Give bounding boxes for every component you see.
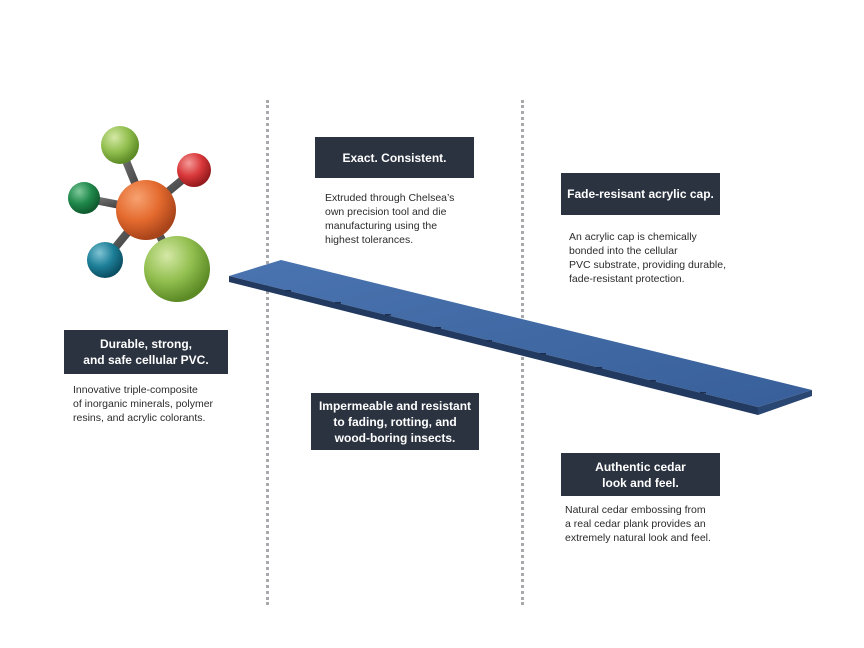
divider-left — [266, 100, 269, 605]
label-acrylic-line1: Fade-resisant acrylic cap. — [567, 187, 714, 201]
plank-image — [229, 260, 812, 415]
desc-pvc-line2: of inorganic minerals, polymer — [73, 398, 214, 410]
desc-acrylic-line1: An acrylic cap is chemically — [569, 231, 697, 243]
desc-cedar-line1: Natural cedar embossing from — [565, 504, 706, 516]
label-cedar: Authentic cedar look and feel. — [561, 453, 720, 496]
desc-exact-line1: Extruded through Chelsea’s — [325, 192, 455, 204]
desc-exact-line2: own precision tool and die — [325, 206, 447, 218]
label-exact: Exact. Consistent. — [315, 137, 474, 178]
desc-cedar-line2: a real cedar plank provides an — [565, 518, 706, 530]
label-impermeable-line3: wood-boring insects. — [334, 430, 456, 445]
desc-pvc: Innovative triple-composite of inorganic… — [73, 383, 213, 425]
label-cedar-line2: look and feel. — [602, 475, 679, 490]
label-exact-line1: Exact. Consistent. — [342, 150, 447, 165]
label-impermeable: Impermeable and resistant to fading, rot… — [311, 393, 479, 450]
desc-acrylic-line3: PVC substrate, providing durable, — [569, 259, 727, 271]
label-acrylic: Fade-resisant acrylic cap. — [561, 173, 720, 215]
desc-exact: Extruded through Chelsea’s own precision… — [325, 191, 454, 247]
desc-exact-line4: highest tolerances. — [325, 234, 414, 246]
label-impermeable-line2: to fading, rotting, and — [333, 414, 457, 429]
desc-acrylic-line4: fade-resistant protection. — [569, 273, 685, 285]
label-impermeable-line1: Impermeable and resistant — [318, 398, 472, 413]
label-pvc: Durable, strong, and safe cellular PVC. — [64, 330, 228, 374]
label-cedar-line1: Authentic cedar — [595, 459, 686, 474]
desc-acrylic-line2: bonded into the cellular — [569, 245, 678, 257]
desc-cedar-line3: extremely natural look and feel. — [565, 532, 711, 544]
desc-cedar: Natural cedar embossing from a real ceda… — [565, 503, 711, 545]
desc-pvc-line3: resins, and acrylic colorants. — [73, 412, 206, 424]
molecule-icon — [68, 126, 211, 302]
desc-exact-line3: manufacturing using the — [325, 220, 438, 232]
label-pvc-line1: Durable, strong, — [99, 337, 192, 351]
label-pvc-line2: and safe cellular PVC. — [83, 353, 209, 367]
desc-acrylic: An acrylic cap is chemically bonded into… — [569, 230, 726, 286]
desc-pvc-line1: Innovative triple-composite — [73, 384, 198, 396]
